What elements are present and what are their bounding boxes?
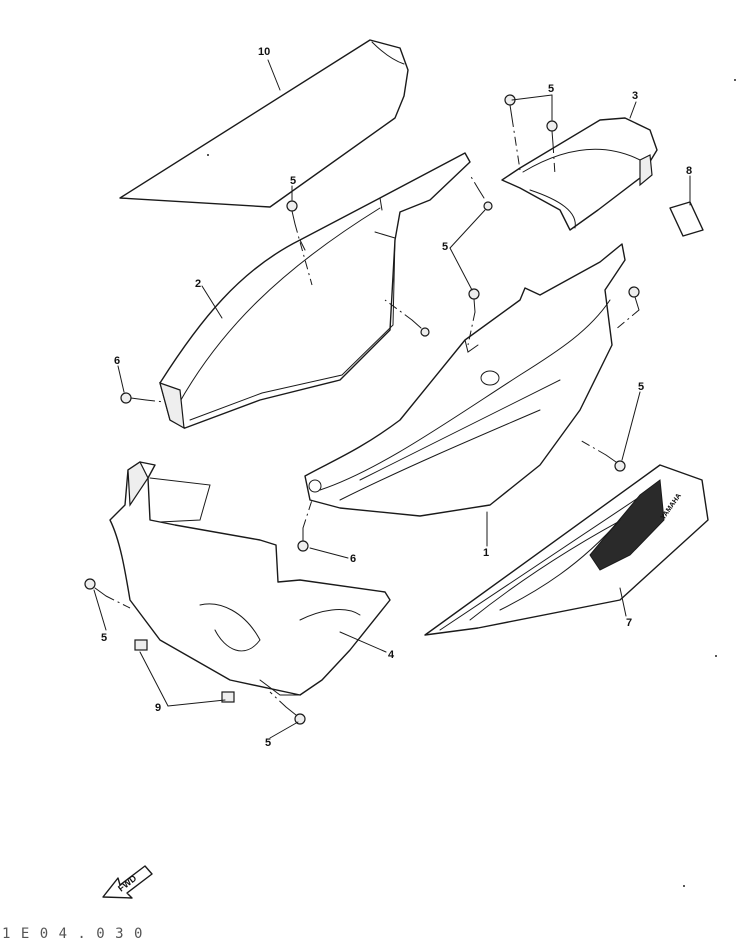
part-7-decal [424, 464, 709, 636]
leader-lines [93, 59, 691, 739]
forward-direction-arrow: FWD [102, 865, 153, 899]
forward-label: FWD [116, 873, 139, 894]
screw-5-lower-left [84, 578, 107, 597]
screw-5-center [411, 319, 430, 337]
callout-5: 5 [101, 632, 107, 644]
fasteners [84, 94, 640, 725]
screw-6-center [297, 527, 309, 552]
callout-6: 6 [114, 355, 120, 367]
screw-5-lower-right [285, 706, 306, 725]
callout-1: 1 [483, 547, 489, 559]
callout-9: 9 [155, 702, 161, 714]
screw-5-right-lower [605, 454, 626, 472]
assembly-lines [105, 117, 640, 708]
clip-9-b [221, 691, 235, 703]
part-3-tail-cover [501, 117, 658, 231]
callout-5: 5 [442, 241, 448, 253]
callout-5: 5 [265, 737, 271, 749]
callout-2: 2 [195, 278, 201, 290]
callout-5: 5 [638, 381, 644, 393]
screw-6-left [120, 392, 147, 404]
clip-9-a [134, 639, 148, 651]
part-1-side-cover [304, 243, 626, 517]
callout-3: 3 [632, 90, 638, 102]
part-10-seat-pad [119, 39, 409, 208]
callout-7: 7 [626, 617, 632, 629]
screw-5-top-b [546, 120, 558, 145]
callout-6: 6 [350, 553, 356, 565]
callout-10: 10 [258, 46, 270, 58]
screw-5-upper-left [286, 200, 298, 225]
callout-4: 4 [388, 649, 395, 661]
part-8-label [669, 201, 704, 237]
screw-5-upper-mid [478, 189, 493, 211]
drawing-code: 1 E 0 4 . 0 3 0 [2, 926, 143, 942]
screw-5-right [628, 286, 640, 311]
screw-5-mid [468, 288, 480, 313]
callouts: 10 5 3 8 5 2 5 6 5 1 6 7 5 4 9 5 [101, 46, 692, 749]
part-4-lower-cover [109, 461, 391, 696]
callout-5: 5 [548, 83, 554, 95]
screw-5-top-a [504, 94, 516, 119]
callout-8: 8 [686, 165, 692, 177]
decal-brand-text: YAMAHA [660, 492, 683, 521]
part-2-inner-panel [159, 152, 471, 430]
callout-5: 5 [290, 175, 296, 187]
